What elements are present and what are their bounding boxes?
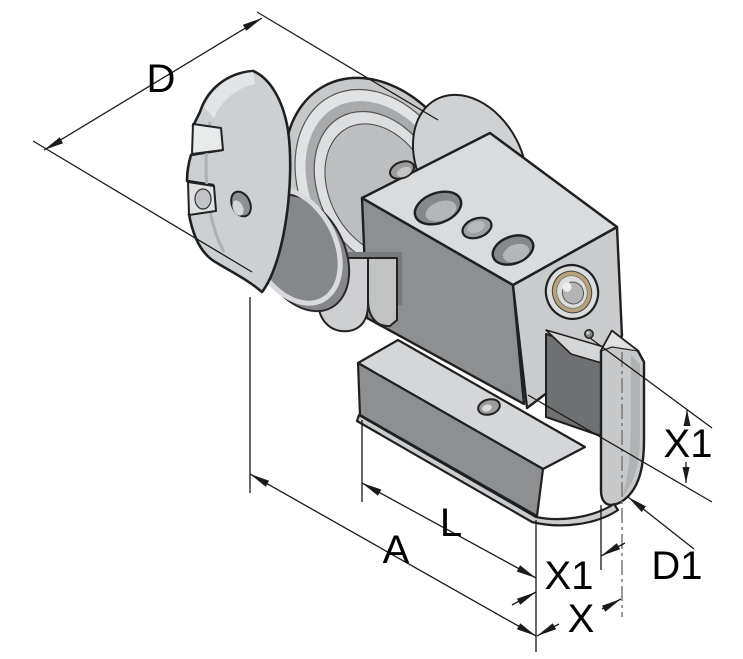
arrowhead bbox=[601, 543, 621, 556]
dimension-label-a: A bbox=[383, 528, 410, 572]
arrowhead bbox=[682, 467, 690, 483]
clamp-screw bbox=[544, 264, 600, 320]
block-top-face bbox=[360, 131, 619, 287]
cone-body bbox=[185, 69, 292, 294]
dimension-x bbox=[536, 598, 622, 637]
dimension-label-d: D bbox=[147, 57, 176, 101]
drive-slot-lower bbox=[187, 181, 217, 216]
pin-hole bbox=[584, 329, 594, 339]
dimension-l bbox=[361, 420, 537, 579]
arrowhead bbox=[628, 497, 646, 512]
arrowhead bbox=[683, 410, 691, 426]
plate-front-face bbox=[356, 361, 545, 518]
dim-line-a bbox=[249, 473, 537, 637]
arrowhead bbox=[44, 137, 64, 150]
dim-line-d bbox=[43, 17, 263, 151]
plate-bottom-sliver bbox=[355, 413, 620, 527]
top-hole-small bbox=[461, 216, 493, 240]
dimension-x1-lower bbox=[511, 505, 626, 606]
dimension-label-x1-upper: X1 bbox=[664, 422, 713, 466]
dimension-a bbox=[249, 297, 537, 652]
dimension-label-d1: D1 bbox=[651, 544, 702, 588]
extension-line-d-top bbox=[256, 11, 439, 121]
collar-lobe-right bbox=[367, 257, 398, 328]
dimension-x1-upper bbox=[527, 337, 713, 503]
dimension-label-l: L bbox=[440, 501, 462, 545]
arrowhead bbox=[362, 483, 382, 496]
extension-line-lower bbox=[527, 394, 713, 503]
arrowhead bbox=[516, 623, 536, 636]
hsk-shank bbox=[185, 69, 351, 313]
clamping-block bbox=[360, 131, 624, 410]
top-hole-large-1 bbox=[413, 190, 463, 226]
dim-line-l bbox=[361, 482, 537, 579]
base-plate bbox=[355, 338, 620, 527]
arrowhead bbox=[242, 18, 262, 31]
arrowhead bbox=[250, 474, 270, 487]
cone-hole bbox=[230, 190, 252, 218]
dimension-label-x1-lower: X1 bbox=[545, 554, 594, 598]
top-hole-large-2 bbox=[491, 234, 535, 266]
arrowhead bbox=[537, 623, 557, 636]
arrowhead bbox=[516, 592, 536, 605]
cone-top-highlight bbox=[204, 72, 255, 118]
arrowhead bbox=[516, 565, 536, 578]
extension-line-from-hole bbox=[589, 337, 713, 429]
dimension-d1 bbox=[627, 496, 695, 550]
notch-and-post bbox=[545, 329, 646, 507]
top-edge-half-hole bbox=[389, 160, 415, 180]
extension-line-d-bottom bbox=[32, 140, 253, 273]
dimension-label-x: X bbox=[568, 597, 595, 641]
drive-slot-upper bbox=[191, 123, 224, 155]
arrowhead bbox=[601, 599, 621, 612]
plate-top-hole bbox=[477, 398, 501, 416]
dimension-d bbox=[32, 11, 439, 273]
